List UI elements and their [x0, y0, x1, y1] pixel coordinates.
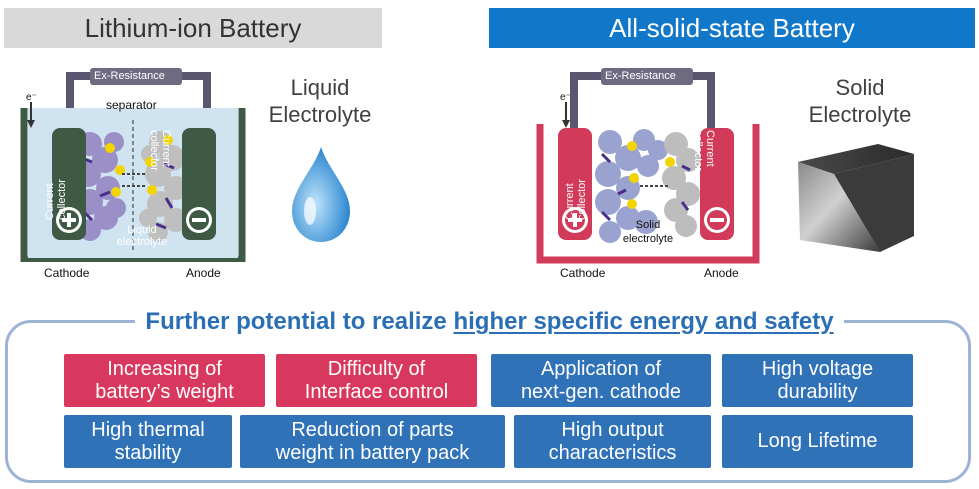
box-high-voltage: High voltage durability [722, 354, 913, 407]
all-solid-state-header: All-solid-state Battery [489, 8, 975, 48]
potential-title-highlight: higher specific energy and safety [453, 308, 834, 335]
solid-electrolyte-label: Solid electrolyte [622, 219, 674, 245]
liquid-electrolyte-title: Liquid Electrolyte [268, 75, 372, 127]
box-high-output: High output characteristics [514, 415, 711, 468]
ex-resistance-box [90, 68, 182, 85]
lithium-ion-header: Lithium-ion Battery [4, 8, 382, 48]
solid-electrolyte-title: Solid Electrolyte [808, 75, 912, 127]
lithium-ion-cell-diagram [20, 68, 246, 262]
separator-label: separator [106, 98, 157, 112]
anode-label-right: Anode [704, 266, 739, 280]
box-next-gen-cathode: Application of next-gen. cathode [491, 354, 711, 407]
box-long-lifetime: Long Lifetime [722, 415, 913, 468]
potential-title: Further potential to realize higher spec… [0, 308, 979, 336]
box-interface-control: Difficulty of Interface control [276, 354, 477, 407]
potential-title-prefix: Further potential to realize [145, 308, 454, 335]
electron-label-right: e⁻ [560, 92, 571, 103]
ex-resistance-label-left: Ex-Resistance [94, 70, 165, 82]
current-collector-label-right-1: Current collector [564, 179, 588, 220]
all-solid-state-cell-diagram [536, 68, 760, 264]
box-parts-weight: Reduction of parts weight in battery pac… [240, 415, 505, 468]
current-collector-label-left: Current collector [44, 179, 68, 220]
cathode-label-left: Cathode [44, 266, 90, 280]
solid-cube-icon [798, 144, 914, 252]
liquid-electrolyte-label: Liquid electrolyte [116, 224, 168, 248]
box-increasing-weight: Increasing of battery’s weight [64, 354, 265, 407]
ex-resistance-label-right: Ex-Resistance [605, 70, 676, 82]
current-collector-label-right-2: Current collector [692, 130, 716, 171]
current-collector-label-right: Current collector [148, 130, 172, 171]
ex-resistance-box-right [601, 68, 693, 85]
liquid-drop-icon [292, 147, 350, 242]
box-thermal-stability: High thermal stability [64, 415, 232, 468]
cathode-label-right: Cathode [560, 266, 606, 280]
anode-label-left: Anode [186, 266, 221, 280]
electron-label-left: e⁻ [26, 92, 37, 103]
